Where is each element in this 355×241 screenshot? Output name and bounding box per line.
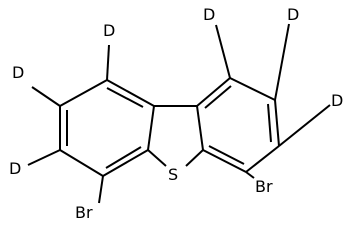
bond-c1-d [106,44,110,81]
bond-c1-c2 [59,79,108,107]
bond-c9-c8 [229,77,276,101]
bond-c9b-c1 [106,79,155,107]
bond-s-c5a [185,149,204,167]
bond-c4a-s [147,149,167,167]
double-bond-c8-c7 [267,103,272,143]
double-bond-c9b-c1 [106,87,144,108]
bond-c6-br [245,171,255,179]
deuterium-label-c7: D [331,91,343,110]
bond-c4a-c9b [147,105,155,151]
deuterium-label-c1: D [103,21,115,40]
bond-c5a-c9a [196,105,204,151]
sulfur-label: S [168,165,178,184]
deuterium-label-c8: D [287,5,299,24]
double-bond-c6-c5a [208,145,245,165]
deuterium-label-c2: D [12,63,24,82]
double-bond-c9a-c9 [204,85,232,109]
bond-c9a-c9 [196,77,231,107]
bond-c7-d [278,104,331,147]
bond-c8-d [274,23,290,101]
bond-c4-br [98,175,104,204]
double-bond-c4-c4a [105,146,142,169]
bond-c6-c5a [202,149,247,173]
bond-c2-d [31,86,61,107]
bond-c8-c7 [274,99,280,147]
bromine-label-c6: Br [255,177,273,196]
bromine-label-c4: Br [75,203,93,222]
deuterium-label-c3: D [9,159,21,178]
bond-c3-d [27,149,61,166]
bond-c7-c6 [245,145,280,173]
bond-c3-c4 [59,149,104,177]
bond-c4-c4a [102,149,149,177]
bond-c9-d [215,24,231,79]
deuterium-label-c9: D [203,5,215,24]
